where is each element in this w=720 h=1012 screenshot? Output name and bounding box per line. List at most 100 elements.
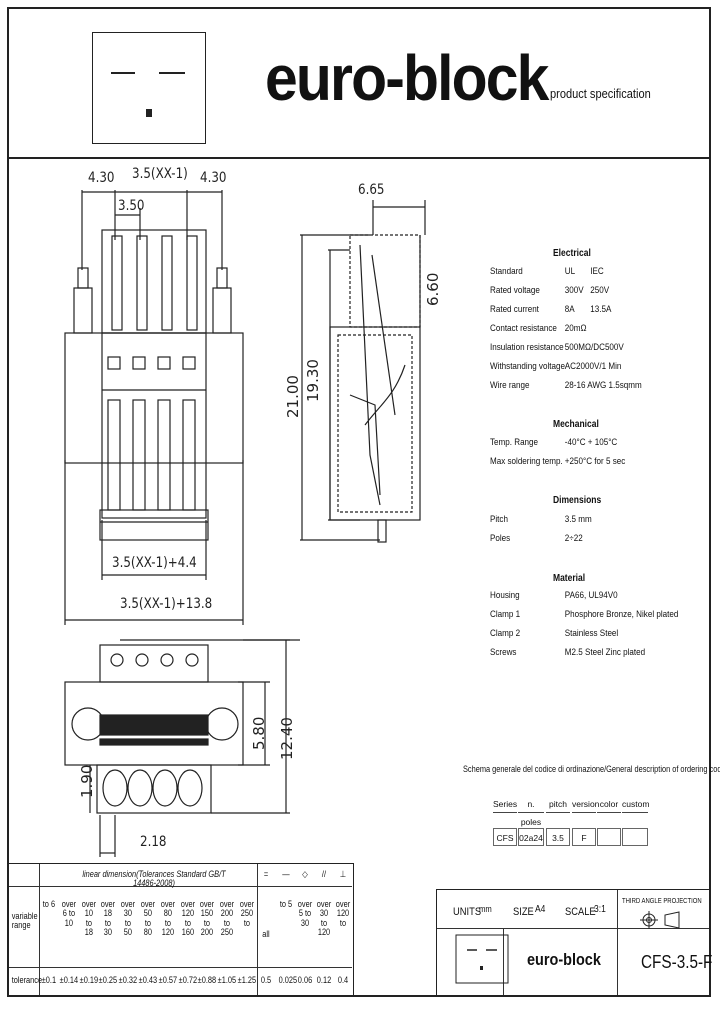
tolerance-range: over 150 to 200 <box>200 899 215 938</box>
spec-label: Clamp 1 <box>490 609 521 620</box>
dim-pitch: 3.50 <box>118 198 145 214</box>
spec-value-2: 250V <box>590 285 610 296</box>
size-label: SIZE <box>513 906 534 918</box>
geo-tolerance-symbol: = <box>263 869 269 879</box>
spec-value: 3.5 mm <box>564 514 592 525</box>
tolerance-value: ±0.19 <box>79 975 98 985</box>
ordering-value: F <box>572 828 596 846</box>
front-view-drawing <box>64 190 244 625</box>
dim-top-mid: 3.5(XX-1) <box>132 166 188 182</box>
tolerance-range: to 6 <box>42 899 56 909</box>
spec-label: Max soldering temp. <box>490 456 563 467</box>
title-block-logo <box>455 934 509 984</box>
geo-range: over 120 to <box>335 899 351 928</box>
ordering-value: 02a24 <box>518 828 544 846</box>
tolerance-value: ±1.05 <box>217 975 237 985</box>
spec-value: Phosphore Bronze, Nikel plated <box>564 609 679 620</box>
dim-top-left: 4.30 <box>88 170 115 186</box>
ordering-value <box>597 828 621 846</box>
dim-side-height-2: 19.30 <box>304 359 322 402</box>
tolerance-value: ±0.88 <box>198 975 217 985</box>
variable-range-label: variable range <box>11 911 38 931</box>
geo-value: 0.025 <box>278 975 298 985</box>
ordering-header: color <box>597 795 621 813</box>
spec-label: Wire range <box>490 380 530 391</box>
tolerance-range: over 6 to 10 <box>61 899 76 928</box>
spec-row: Standard UL IEC <box>490 267 694 279</box>
spec-label: Standard <box>490 266 523 277</box>
tolerance-range: over 18 to 30 <box>101 899 116 938</box>
geo-tolerance-symbol: // <box>321 869 327 879</box>
brand-title: euro-block <box>265 42 549 114</box>
dim-bottom-view-side: 1.90 <box>78 764 96 798</box>
spec-label: Rated current <box>490 304 539 315</box>
drawing-frame <box>7 7 711 997</box>
dimensions-title: Dimensions <box>553 495 602 506</box>
tolerance-value: ±0.25 <box>99 975 118 985</box>
spec-row: Housing PA66, UL94V0 <box>490 591 694 603</box>
bottom-view-drawing <box>64 639 300 857</box>
spec-label: Pitch <box>490 514 508 525</box>
projection-label: THIRD ANGLE PROJECTION <box>622 898 702 905</box>
size-value: A4 <box>535 904 546 915</box>
geo-value: 0.5 <box>260 975 272 985</box>
projection-symbol-icon <box>640 911 680 929</box>
spec-value: Stainless Steel <box>564 628 619 639</box>
spec-value: UL <box>564 266 576 277</box>
dim-bottom-1: 3.5(XX-1)+4.4 <box>112 555 197 571</box>
geo-tolerance-symbol: ⊥ <box>339 869 347 879</box>
spec-row: Temp. Range -40°C + 105°C <box>490 438 694 450</box>
spec-label: Clamp 2 <box>490 628 521 639</box>
page-subtitle: product specification <box>550 86 651 101</box>
tolerance-range: over 80 to 120 <box>160 899 175 938</box>
dim-bottom-2: 3.5(XX-1)+13.8 <box>120 596 213 612</box>
tolerance-label: tolerance <box>11 975 43 985</box>
tolerance-value: ±0.72 <box>178 975 197 985</box>
dim-bottom-view-h2: 12.40 <box>278 717 296 760</box>
geo-all-label: all <box>262 929 270 939</box>
tolerance-range: over 120 to 160 <box>180 899 195 938</box>
ordering-header: version <box>572 795 599 813</box>
spec-value-2: 13.5A <box>590 304 612 315</box>
spec-value: 300V <box>564 285 584 296</box>
spec-value: 28-16 AWG 1.5sqmm <box>564 380 642 391</box>
spec-value: PA66, UL94V0 <box>564 590 618 601</box>
spec-row: Clamp 1 Phosphore Bronze, Nikel plated <box>490 610 694 622</box>
geo-value: 0.4 <box>337 975 349 985</box>
spec-label: Screws <box>490 647 517 658</box>
tolerance-range: over 50 to 80 <box>140 899 156 938</box>
title-block-brand: euro-block <box>527 950 601 969</box>
title-block: UNITS mm SIZE A4 SCALE 3:1 THIRD ANGLE P… <box>436 889 713 997</box>
tolerance-range: over 250 to <box>239 899 255 928</box>
part-number: CFS-3.5-F <box>641 952 713 972</box>
spec-row: Wire range 28-16 AWG 1.5sqmm <box>490 381 694 393</box>
spec-value-2: IEC <box>590 266 604 277</box>
spec-value: 20mΩ <box>564 323 587 334</box>
spec-row: Pitch 3.5 mm <box>490 515 694 527</box>
tolerance-value: ±0.43 <box>138 975 158 985</box>
spec-label: Withstanding voltage <box>490 361 565 372</box>
units-value: mm <box>479 904 492 914</box>
mechanical-title: Mechanical <box>553 419 599 430</box>
dim-top-right: 4.30 <box>200 170 227 186</box>
spec-value: M2.5 Steel Zinc plated <box>564 647 646 658</box>
spec-value: 500MΩ/DC500V <box>564 342 624 353</box>
ordering-header: n. poles <box>518 795 544 827</box>
spec-label: Temp. Range <box>490 437 539 448</box>
ordering-title: Schema generale del codice di ordinazion… <box>463 764 720 774</box>
dim-side-height-small: 6.60 <box>424 272 442 306</box>
tolerance-value: ±0.32 <box>118 975 138 985</box>
spec-label: Housing <box>490 590 520 601</box>
spec-value: +250°C for 5 sec <box>564 456 626 467</box>
ordering-value <box>622 828 648 846</box>
tolerance-value: ±0.14 <box>59 975 78 985</box>
spec-value: -40°C + 105°C <box>564 437 618 448</box>
side-view-drawing <box>300 200 426 543</box>
geo-range: to 5 <box>279 899 293 909</box>
tolerance-value: ±1.25 <box>237 975 257 985</box>
dim-bottom-view-pitch: 2.18 <box>140 834 167 850</box>
geo-value: 0.06 <box>297 975 313 985</box>
